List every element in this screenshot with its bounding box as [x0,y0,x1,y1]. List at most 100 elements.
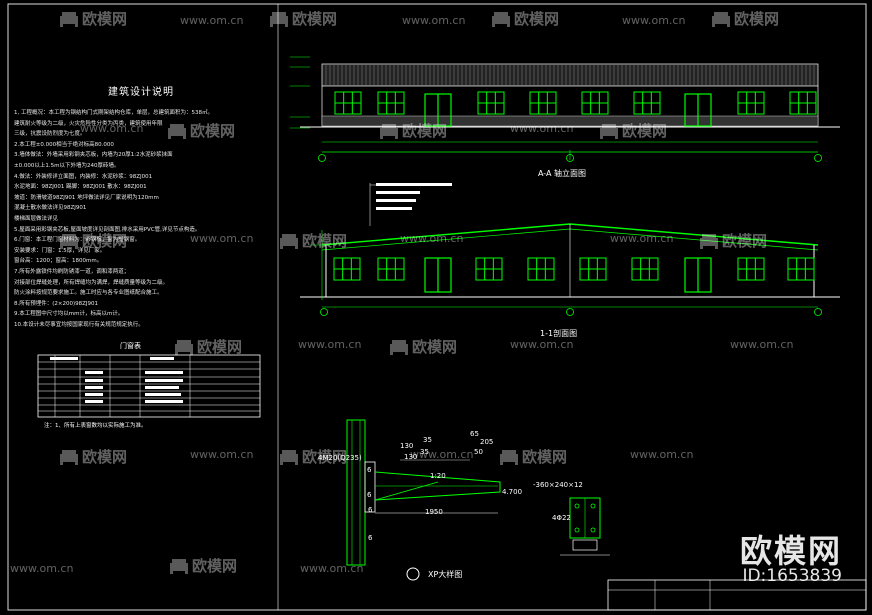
dimension-label: 6 [368,534,373,542]
section-view [300,183,840,316]
title-block [607,579,867,611]
watermark-url: www.om.cn [730,338,794,351]
dimension-label: 4Φ22 [552,514,571,522]
dimension-label: 4.700 [502,488,523,496]
watermark-brand: 欧模网 [292,10,338,28]
watermark-brand: 欧模网 [197,338,243,356]
watermark-brand: 欧模网 [734,10,780,28]
sofa-icon [60,12,78,27]
note-line: 4.做法：外装修详立面图，内装修：水泥砂浆：98ZJ001 [14,173,153,180]
watermark-brand: 欧模网 [82,10,128,28]
watermark-brand: 欧模网 [190,122,236,140]
watermark-brand: 欧模网 [412,338,458,356]
sofa-icon [390,340,408,355]
dimension-label: 6 [367,491,372,499]
design-notes: 1, 工程概况：本工程为钢结构门式刚架结构仓库，单层，总建筑面积为：538㎡。 … [14,108,272,330]
note-line: 1, 工程概况：本工程为钢结构门式刚架结构仓库，单层，总建筑面积为：538㎡。 [14,110,213,116]
sofa-icon [700,234,718,249]
sofa-icon [60,450,78,465]
dimension-label: 65 [470,430,479,438]
note-line: ±0.000以上1.5m以下外墙为240厚砖墙。 [14,162,120,169]
note-line: 3.墙体做法：外墙采用彩钢夹芯板，内墙为20厚1:2水泥砂浆抹面 [14,152,173,159]
watermark-url: www.om.cn [80,122,144,135]
note-line: 建筑耐火等级为二级，火灾危险性分类为丙类，建筑使用年限 [14,120,163,127]
watermark-brand: 欧模网 [622,122,668,140]
watermark-url: www.om.cn [610,232,674,245]
watermark-brand: 欧模网 [82,448,128,466]
detail-title: XP大样图 [428,570,463,579]
watermark-brand: 欧模网 [722,232,768,250]
model-id: ID:1653839 [742,566,842,586]
watermark-url: www.om.cn [190,448,254,461]
watermark-brand: 欧模网 [302,232,348,250]
sofa-icon [170,559,188,574]
watermark-url: www.om.cn [622,14,686,27]
xp-detail [346,419,610,581]
sofa-icon [600,124,618,139]
note-line: 6.门窗：本工程门窗材料为：彩钢板，窗为塑钢窗。 [14,237,141,244]
sofa-icon [492,12,510,27]
note-line: 5.屋面采用彩钢夹芯板,屋面坡度详见剖面图,排水采用PVC管,详见节点构造。 [14,226,201,233]
sofa-icon [168,124,186,139]
watermark-brand: 欧模网 [522,448,568,466]
section-title: 1-1剖面图 [540,329,578,338]
watermark-brand: 欧模网 [514,10,560,28]
watermark-url: www.om.cn [300,562,364,575]
note-line: 8.所有预埋件：(2×200)98ZJ901 [14,300,99,307]
sofa-icon [712,12,730,27]
dimension-label: 130 [404,453,418,461]
note-line: 7.所有外露铁件均刷防锈漆一道，调和漆两道； [14,268,130,275]
sofa-icon [60,234,78,249]
note-line: 坡道：防滑坡道98ZJ901 地坪做法详见厂家说明为120mm [14,194,159,201]
watermark-brand: 欧模网 [82,232,128,250]
design-notes-title: 建筑设计说明 [108,87,174,98]
dimension-label: 205 [480,438,494,446]
watermark-url: www.om.cn [510,122,574,135]
note-line: 水泥地面：98ZJ001 踢脚：98ZJ001 散水：98ZJ001 [14,184,147,191]
watermark-url: www.om.cn [402,14,466,27]
watermark-url: www.om.cn [180,14,244,27]
site-logo: 欧模网 [739,532,842,570]
watermark-url: www.om.cn [510,338,574,351]
dimension-label: 130 [400,442,414,450]
dimension-label: 35 [420,448,429,456]
dimension-label: 4M20(Q235) [318,454,362,462]
elevation-title: A-A 轴立面图 [538,169,587,178]
front-elevation [290,56,840,162]
note-line: 10.本设计未尽事宜均按国家现行有关规范规定执行。 [14,321,144,328]
watermark-url: www.om.cn [400,232,464,245]
note-line: 对接部位焊缝处理，所有焊缝均为满焊，焊缝质量等级为二级。 [14,279,169,286]
door-table-footnote: 注：1、所有上表窗数均以实际施工为准。 [44,423,147,429]
note-line: 2.本工程±0.000相当于绝对标高80.000 [14,141,114,148]
note-line: 三级，抗震设防烈度为七度。 [14,131,86,138]
note-line: 9.本工程图中尺寸均以mm计，标高以m计。 [14,311,124,318]
watermark-brand: 欧模网 [192,557,238,575]
note-line: 楼梯面层做法详见 [14,215,59,222]
watermark-url: www.om.cn [190,232,254,245]
note-line: 安装要求：门窗：1.5厚，详见厂家。 [14,247,106,254]
sofa-icon [280,450,298,465]
watermark-url: www.om.cn [410,448,474,461]
note-line: 混凝土散水做法详见98ZJ901 [14,205,87,212]
dimension-label: 6 [368,506,373,514]
dimension-label: 6 [367,466,372,474]
sheet-border [7,3,867,611]
sofa-icon [380,124,398,139]
note-line: 防火涂料按规范要求施工。施工时应与各专业图纸配合施工。 [14,290,163,297]
watermark-url: www.om.cn [298,338,362,351]
dimension-label: 1:20 [430,472,446,480]
watermark-brand: 欧模网 [302,448,348,466]
sofa-icon [270,12,288,27]
door-window-table [37,354,261,418]
watermark-brand: 欧模网 [402,122,448,140]
watermark-url: www.om.cn [630,448,694,461]
door-table-title: 门窗表 [120,342,141,350]
sofa-icon [500,450,518,465]
dimension-label: 1950 [425,508,443,516]
watermark-url: www.om.cn [10,562,74,575]
sofa-icon [280,234,298,249]
sofa-icon [175,340,193,355]
note-line: 窗台高：1200；窗高：1800mm。 [14,258,103,265]
